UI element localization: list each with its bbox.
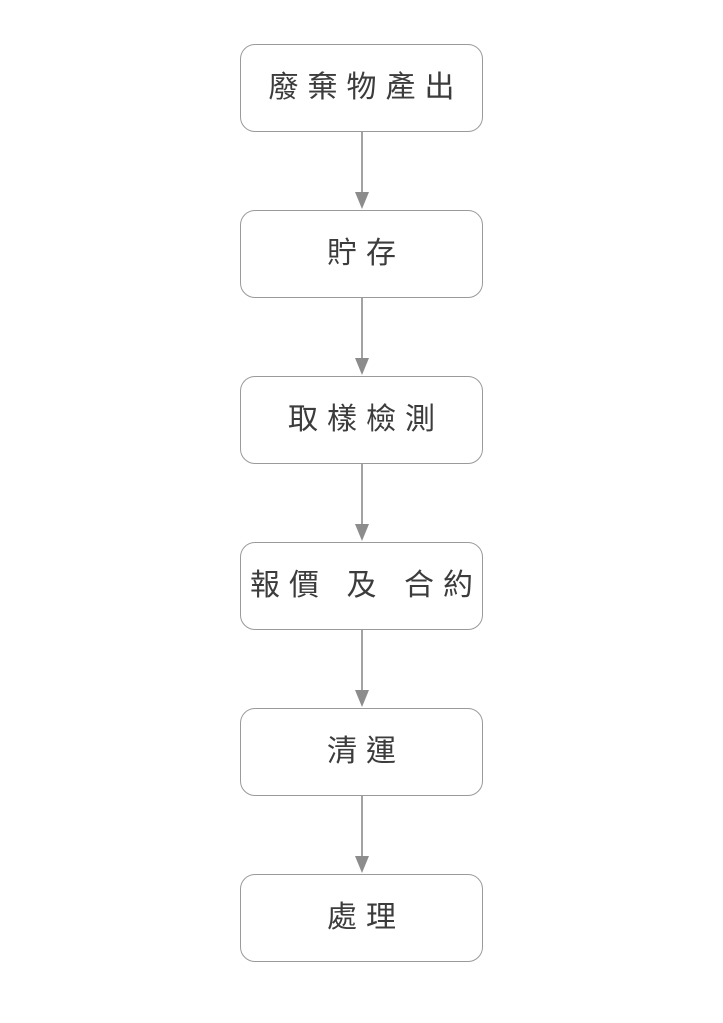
flow-node-label: 報價 及 合約 bbox=[249, 568, 483, 603]
flow-node-label: 處理 bbox=[327, 900, 405, 935]
flow-node-label: 廢棄物產出 bbox=[268, 70, 464, 105]
flow-node-storage[interactable]: 貯存 bbox=[240, 210, 483, 298]
flow-node-sampling-testing[interactable]: 取樣檢測 bbox=[240, 376, 483, 464]
flow-node-label: 貯存 bbox=[327, 236, 405, 271]
flow-node-waste-generation[interactable]: 廢棄物產出 bbox=[240, 44, 483, 132]
flow-node-transport[interactable]: 清運 bbox=[240, 708, 483, 796]
flow-node-label: 清運 bbox=[327, 734, 405, 769]
arrow-down-icon-2 bbox=[350, 298, 374, 376]
arrow-down-icon-1 bbox=[350, 132, 374, 210]
arrow-down-icon-3 bbox=[350, 464, 374, 542]
arrow-down-icon-5 bbox=[350, 796, 374, 874]
arrow-down-icon-4 bbox=[350, 630, 374, 708]
flow-node-label: 取樣檢測 bbox=[288, 402, 444, 437]
flow-node-treatment[interactable]: 處理 bbox=[240, 874, 483, 962]
flowchart-node-column: 廢棄物產出 貯存 取樣檢測 報價 及 合 bbox=[0, 44, 723, 962]
flow-node-quotation-contract[interactable]: 報價 及 合約 bbox=[240, 542, 483, 630]
